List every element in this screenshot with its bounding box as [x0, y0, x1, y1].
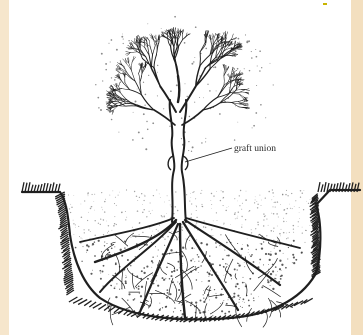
graft-union-leader-line	[185, 148, 232, 162]
corner-mark	[323, 3, 327, 5]
tree-trunk	[170, 100, 187, 222]
tree-canopy	[106, 27, 250, 125]
graft-union-bulge	[168, 156, 188, 170]
graft-union-label: graft union	[234, 143, 276, 154]
